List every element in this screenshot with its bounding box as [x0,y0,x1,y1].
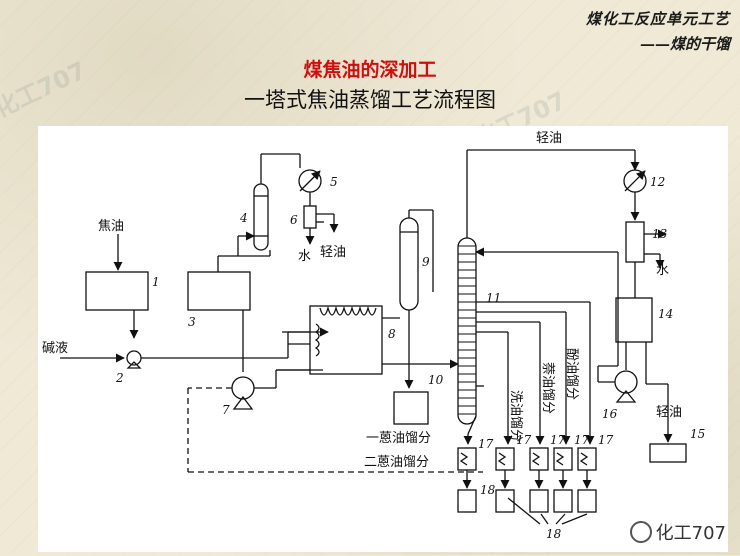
cooler-17 [457,447,477,471]
label-coal-tar: 焦油 [98,219,124,234]
cooler-17 [553,447,573,471]
separator-6 [303,205,317,229]
number-11: 11 [486,291,501,305]
number-10: 10 [428,373,444,387]
label-light-oil-15: 轻油 [656,405,682,420]
dehydrator-4 [253,183,269,251]
number-17: 17 [550,433,566,447]
page-subtitle: 一塔式焦油蒸馏工艺流程图 [244,88,496,112]
tank-1 [85,271,149,311]
label-wash-oil: 洗油馏分 [508,390,523,442]
cooler-17 [495,447,515,471]
receiver-18 [577,489,597,513]
label-light-oil-top: 轻油 [536,131,562,146]
tank-14 [615,297,653,343]
footer-logo-text: 化工707 [655,523,726,544]
header-line-2: ——煤的干馏 [639,35,730,53]
tube-furnace-8 [309,305,383,375]
tank-3 [187,271,251,311]
receiver-18 [457,489,477,513]
number-3: 3 [188,315,196,329]
receiver-18 [495,489,515,513]
header-tag: 煤化工反应单元工艺 ——煤的干馏 [586,8,730,54]
diagram-panel: 焦油 碱液 水 轻油 轻油 水 轻油 一蒽油馏分 二蒽油馏分 洗油馏分 萘油馏分… [38,126,728,552]
number-14: 14 [658,307,673,321]
label-phenol-oil: 酚油馏分 [564,348,579,400]
number-7: 7 [222,403,230,417]
number-4: 4 [239,211,248,225]
pump-16 [614,370,638,394]
receiver-18 [529,489,549,513]
number-18: 18 [480,483,496,497]
label-anthracene-oil-1: 一蒽油馏分 [366,431,431,446]
number-17: 17 [478,437,494,451]
pump-7 [231,376,255,400]
label-water-13: 水 [656,263,669,278]
wechat-icon [629,521,652,543]
number-9: 9 [422,255,430,269]
label-anthracene-oil-2: 二蒽油馏分 [364,455,429,470]
number-13: 13 [652,227,668,241]
process-flow-diagram: 焦油 碱液 水 轻油 轻油 水 轻油 一蒽油馏分 二蒽油馏分 洗油馏分 萘油馏分… [42,131,705,541]
cooler-17 [577,447,597,471]
cooler-17 [529,447,549,471]
label-naphthalene-oil: 萘油馏分 [540,362,555,414]
number-17: 17 [574,433,590,447]
number-5: 5 [330,175,338,189]
tank-10 [393,391,429,425]
tank-15 [649,443,687,463]
number-16: 16 [602,407,618,421]
label-alkali: 碱液 [42,341,68,356]
label-light-oil-6: 轻油 [320,245,346,260]
number-17: 17 [516,433,532,447]
number-15: 15 [690,427,705,441]
number-1: 1 [152,275,160,289]
number-17: 17 [598,433,614,447]
number-6: 6 [290,213,298,227]
number-12: 12 [650,175,665,189]
page-title: 煤焦油的深加工 [303,59,437,81]
number-18: 18 [546,527,562,541]
label-water-6: 水 [298,249,311,264]
header-line-1: 煤化工反应单元工艺 [585,10,730,28]
footer-logo: 化工707 [629,519,726,545]
receiver-18 [553,489,573,513]
number-8: 8 [388,327,396,341]
distillation-column-11 [457,237,477,425]
separator-13 [625,221,645,263]
number-2: 2 [115,371,124,385]
